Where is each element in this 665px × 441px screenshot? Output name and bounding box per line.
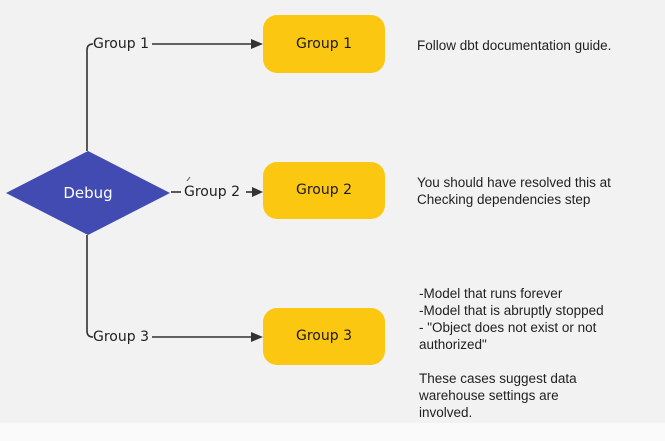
node-group-1-label: Group 1 [296, 35, 352, 52]
node-group-2-label: Group 2 [296, 182, 352, 198]
connector-label-group-3: Group 3 [93, 329, 149, 345]
annotation-group-2: You should have resolved this at Checkin… [417, 175, 611, 207]
decision-diamond [6, 151, 170, 235]
connector-group-1-arrowhead-icon [251, 39, 263, 49]
annotation-group-1: Follow dbt documentation guide. [417, 38, 612, 53]
connector-group-3-arrowhead-icon [251, 332, 263, 342]
node-group-1: Group 1 [263, 15, 385, 73]
connector-label-group-1: Group 1 [93, 36, 149, 52]
node-group-3: Group 3 [263, 308, 385, 365]
background-strip [0, 423, 665, 441]
node-group-2: Group 2 [263, 162, 385, 219]
connector-group-2-arrowhead-icon [252, 187, 263, 197]
connector-group-3-elbow [86, 235, 94, 338]
connector-group-1-elbow [86, 43, 94, 151]
node-group-3-label: Group 3 [296, 328, 352, 344]
connector-label-group-2: Group 2 [184, 184, 240, 200]
connector-group-2-curve-tick [186, 176, 191, 182]
annotation-group-3: -Model that runs forever -Model that is … [419, 286, 604, 420]
decision-label: Debug [63, 184, 113, 202]
